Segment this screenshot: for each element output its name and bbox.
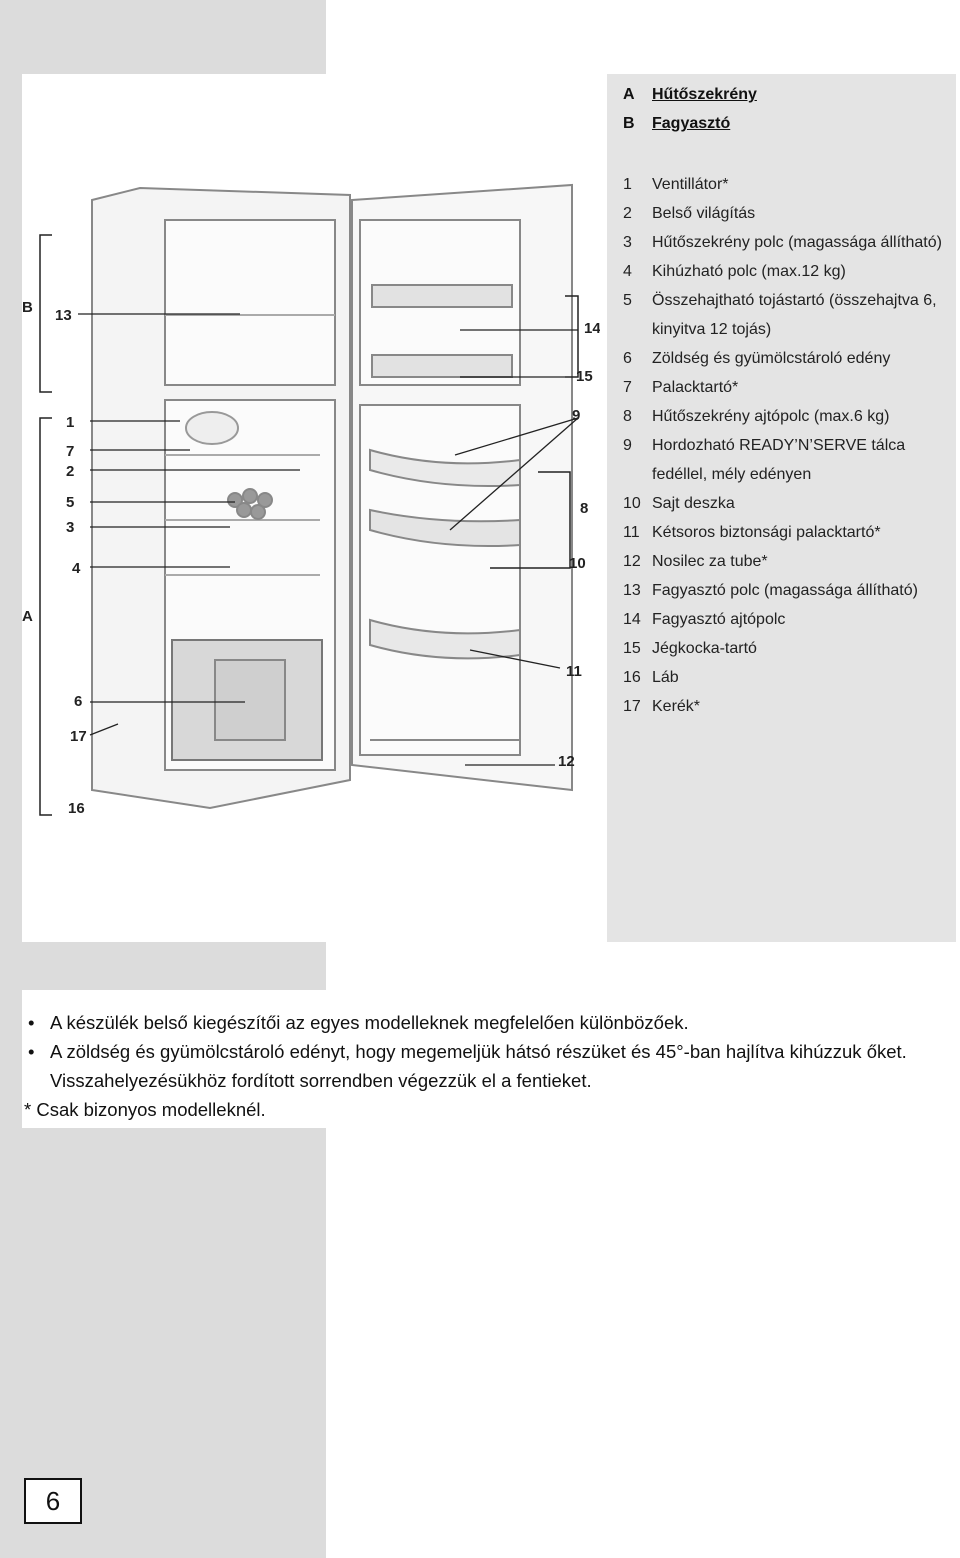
legend-text: Kerék*	[652, 692, 952, 721]
callout-label: 12	[558, 753, 575, 770]
section-code: A	[623, 86, 652, 104]
callout-label: 10	[569, 555, 586, 572]
legend-number: 1	[623, 170, 652, 199]
legend-text: Fagyasztó ajtópolc	[652, 605, 952, 634]
legend-text: Nosilec za tube*	[652, 547, 952, 576]
legend-number: 7	[623, 373, 652, 402]
legend-number: 17	[623, 692, 652, 721]
legend-text: Hordozható READY’N’SERVE tálca fedéllel,…	[652, 431, 952, 489]
callout-label: 11	[566, 663, 582, 680]
callout-label: 17	[70, 728, 87, 745]
legend-text: Zöldség és gyümölcstároló edény	[652, 344, 952, 373]
legend-number: 13	[623, 576, 652, 605]
section-code: B	[623, 115, 652, 133]
callout-label: A	[22, 608, 33, 625]
callout-label: 9	[572, 407, 580, 424]
legend-number: 2	[623, 199, 652, 228]
legend-number: 12	[623, 547, 652, 576]
section-name: Fagyasztó	[652, 115, 730, 132]
legend-text: Palacktartó*	[652, 373, 952, 402]
legend-text: Összehajtható tojástartó (összehajtva 6,…	[652, 286, 952, 344]
callout-label: 5	[66, 494, 74, 511]
callout-label: 7	[66, 443, 74, 460]
callout-label: 6	[74, 693, 82, 710]
legend-number: 15	[623, 634, 652, 663]
footnote: * Csak bizonyos modelleknél.	[24, 1095, 914, 1124]
legend-number: 14	[623, 605, 652, 634]
note-item: • A készülék belső kiegészítői az egyes …	[24, 1008, 914, 1037]
legend-text: Ventillátor*	[652, 170, 952, 199]
legend-number: 10	[623, 489, 652, 518]
legend-text: Belső világítás	[652, 199, 952, 228]
legend-number: 6	[623, 344, 652, 373]
callout-label: 8	[580, 500, 588, 517]
page-number: 6	[24, 1478, 82, 1524]
notes-section: • A készülék belső kiegészítői az egyes …	[24, 1008, 914, 1124]
fridge-door	[352, 185, 572, 790]
legend-number: 4	[623, 257, 652, 286]
note-text: A zöldség és gyümölcstároló edényt, hogy…	[50, 1041, 907, 1091]
legend-text: Kihúzható polc (max.12 kg)	[652, 257, 952, 286]
callout-label: B	[22, 299, 33, 316]
legend-number: 16	[623, 663, 652, 692]
callout-label: 2	[66, 463, 74, 480]
bullet-icon: •	[28, 1037, 34, 1066]
callout-label: 16	[68, 800, 85, 817]
callout-label: 3	[66, 519, 74, 536]
bullet-icon: •	[28, 1008, 34, 1037]
legend-text: Jégkocka-tartó	[652, 634, 952, 663]
callout-label: 15	[576, 368, 593, 385]
section-name: Hűtőszekrény	[652, 86, 757, 103]
note-text: A készülék belső kiegészítői az egyes mo…	[50, 1012, 689, 1033]
legend-number: 3	[623, 228, 652, 257]
legend-text: Kétsoros biztonsági palacktartó*	[652, 518, 952, 547]
legend-text: Sajt deszka	[652, 489, 952, 518]
legend-number: 9	[623, 431, 652, 489]
callout-label: 13	[55, 307, 72, 324]
legend-text: Hűtőszekrény ajtópolc (max.6 kg)	[652, 402, 952, 431]
note-item: • A zöldség és gyümölcstároló edényt, ho…	[24, 1037, 914, 1095]
legend-number: 5	[623, 286, 652, 344]
fridge-body	[92, 188, 350, 808]
callout-label: 4	[72, 560, 81, 577]
callout-label: 1	[66, 414, 74, 431]
legend-number: 11	[623, 518, 652, 547]
legend-text: Fagyasztó polc (magassága állítható)	[652, 576, 952, 605]
legend-text: Láb	[652, 663, 952, 692]
legend-text: Hűtőszekrény polc (magassága állítható)	[652, 228, 952, 257]
legend-number: 8	[623, 402, 652, 431]
top-grey-band	[0, 0, 326, 74]
callout-label: 14	[584, 320, 600, 337]
